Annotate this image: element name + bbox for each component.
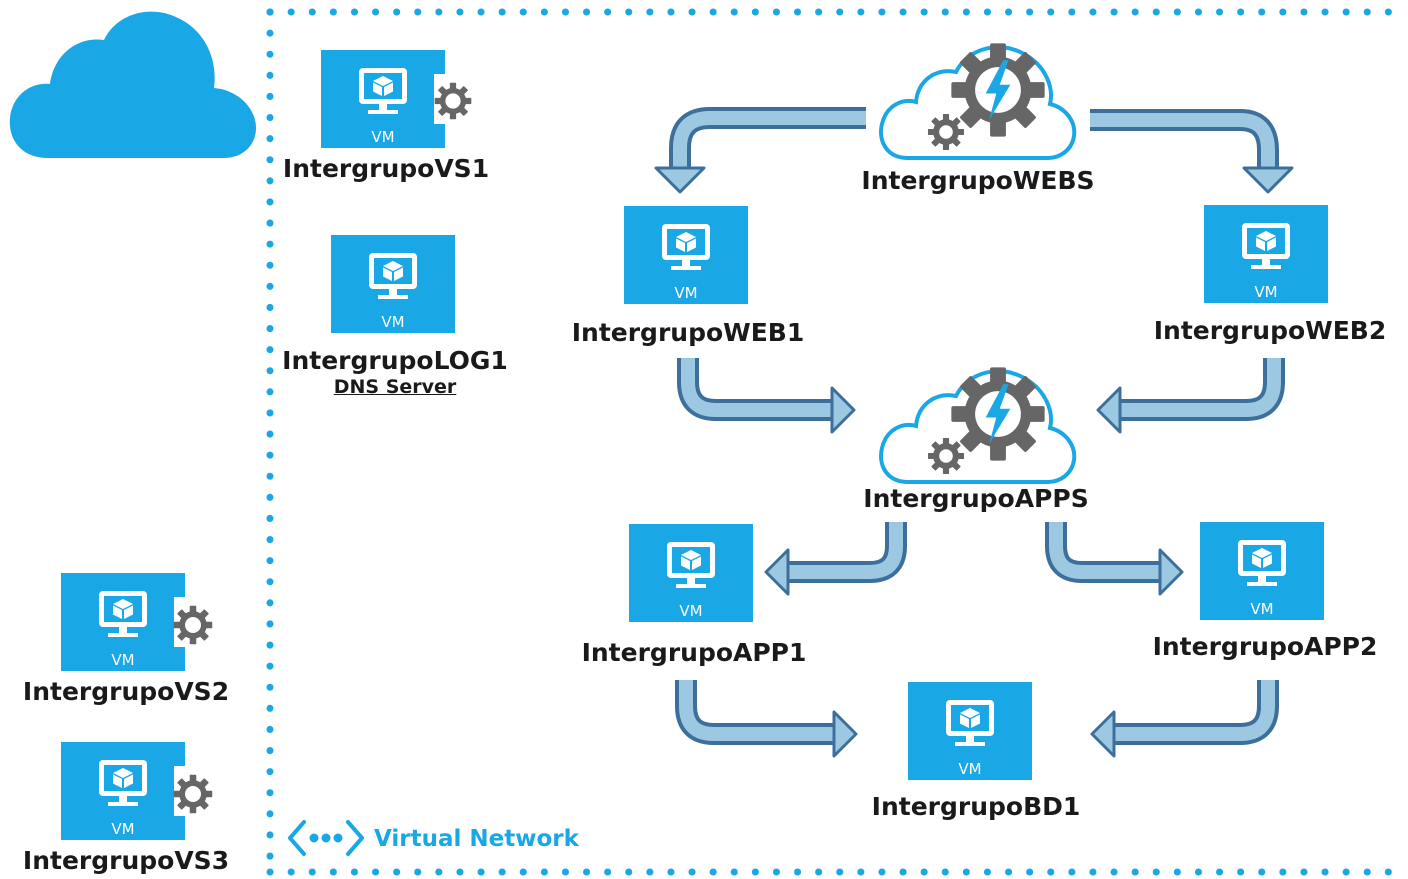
virtual-network-label: Virtual Network [374,826,579,852]
arrow-web1-to-apps [677,358,856,434]
vm-badge: VM [111,651,134,669]
vm-badge: VM [1250,600,1273,618]
azure-cloud-icon [9,11,256,158]
gear-icon [434,82,472,120]
node-label-log1: IntergrupoLOG1 [282,346,508,375]
arrow-app1-to-bd1 [675,680,858,758]
node-label-vs1: IntergrupoVS1 [282,154,490,183]
node-label-web1: IntergrupoWEB1 [571,318,805,347]
node-label-app2: IntergrupoAPP2 [1152,632,1378,661]
arrow-apps-to-app1 [764,522,907,596]
node-label-webs: IntergrupoWEBS [861,166,1095,195]
cloud-service-webs-icon[interactable] [879,41,1077,160]
vm-badge: VM [674,284,697,302]
arrow-web2-to-apps [1096,358,1285,434]
flow-arrows [654,107,1294,758]
gear-icon [173,605,213,645]
vm-vs1[interactable] [321,50,480,148]
arrow-apps-to-app2 [1045,522,1184,596]
vm-badge: VM [371,128,394,146]
virtual-network-icon [288,820,364,856]
arrow-app2-to-bd1 [1090,680,1279,758]
node-role-log1: DNS Server [333,376,457,398]
arrow-webs-to-web1 [654,107,866,194]
node-label-app1: IntergrupoAPP1 [581,638,807,667]
node-label-vs2: IntergrupoVS2 [22,677,230,706]
vm-vs3[interactable] [61,742,220,840]
vm-vs2[interactable] [61,573,220,671]
node-label-bd1: IntergrupoBD1 [871,792,1081,821]
gear-icon [173,774,213,814]
vm-badge: VM [958,760,981,778]
node-label-apps: IntergrupoAPPS [863,484,1089,513]
vm-badge: VM [381,313,404,331]
vm-badge: VM [1254,283,1277,301]
arrow-webs-to-web2 [1090,109,1294,194]
node-label-vs3: IntergrupoVS3 [22,846,230,875]
cloud-service-apps-icon[interactable] [879,365,1077,484]
virtual-network-boundary [266,8,1406,876]
node-label-web2: IntergrupoWEB2 [1153,316,1387,345]
vm-badge: VM [679,602,702,620]
vm-badge: VM [111,820,134,838]
